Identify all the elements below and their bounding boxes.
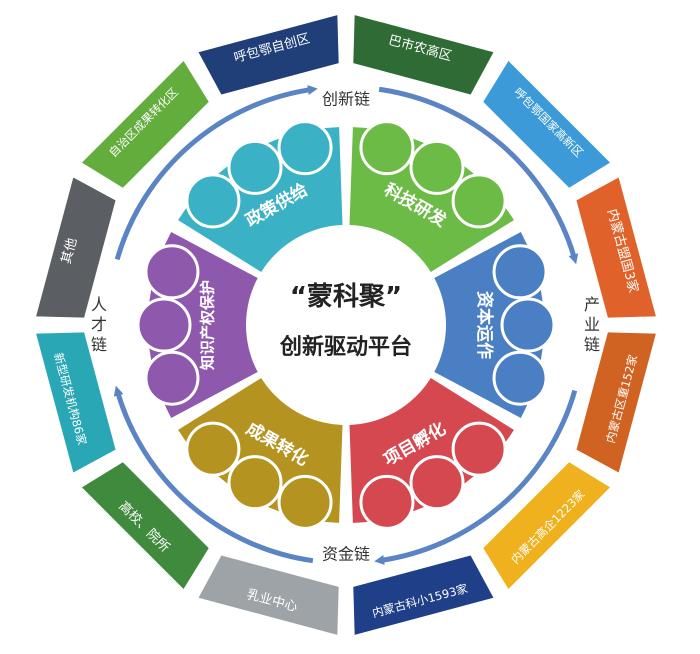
petal-bump: [492, 244, 548, 300]
petal-bump: [409, 139, 465, 195]
chain-label-right: 产业链: [584, 295, 600, 354]
center-circle: [251, 230, 441, 420]
chain-label-top: 创新链: [322, 90, 370, 109]
petal-bump: [136, 297, 192, 353]
chain-arrows: [113, 85, 579, 565]
outer-segment: 呼包鄂自创区: [198, 15, 339, 95]
petal-bump: [451, 421, 507, 477]
petal-bump: [144, 350, 200, 406]
petal-bump: [227, 455, 283, 511]
petal-bump: [409, 455, 465, 511]
chain-label-left-text: 人才链: [91, 295, 107, 354]
chain-arrow: [378, 86, 579, 265]
outer-segment-block: [353, 15, 494, 95]
chain-arrow: [374, 389, 578, 565]
petal-label: 资本运作: [474, 291, 495, 359]
center-hub: “蒙科聚” 创新驱动平台: [251, 230, 441, 420]
petal-bump: [500, 297, 556, 353]
petal-bump: [227, 139, 283, 195]
petal-bump: [359, 120, 415, 176]
petal: 资本运作: [434, 232, 556, 418]
petal-bump: [144, 244, 200, 300]
outer-segment: 内蒙古高企1223家: [483, 462, 611, 590]
petal-bump: [359, 474, 415, 530]
petal: 项目孵化: [349, 377, 514, 530]
outer-segment: 呼包鄂国家高新区: [483, 60, 611, 188]
center-title: “蒙科聚”: [290, 282, 402, 312]
outer-segment-block: [36, 177, 116, 318]
outer-segment: 乳业中心: [198, 555, 339, 635]
outer-segment-label: 其他: [59, 236, 80, 265]
petal-bump: [451, 173, 507, 229]
petal-bump: [185, 421, 241, 477]
outer-segment-block: [198, 555, 339, 635]
chain-label-bottom: 资金链: [322, 545, 370, 564]
outer-segment-block: [198, 15, 339, 95]
petal-bump: [277, 120, 333, 176]
outer-segment-block: [353, 555, 494, 635]
outer-segment-block: [81, 60, 209, 188]
outer-segment: 自治区成果转化区: [81, 60, 209, 188]
chain-arrow: [113, 385, 314, 564]
outer-segment: 高校、院所: [81, 462, 209, 590]
petal: 成果转化: [178, 377, 343, 530]
outer-segment-block: [483, 462, 611, 590]
outer-segment: 巴市农高区: [353, 15, 494, 95]
outer-segment-block: [483, 60, 611, 188]
petal: 政策供给: [178, 120, 343, 273]
center-subtitle: 创新驱动平台: [279, 334, 412, 360]
outer-segment: 内蒙古区重152家: [576, 332, 656, 473]
outer-segment: 其他: [36, 177, 116, 318]
chain-label-right-text: 产业链: [584, 295, 600, 354]
chain-arrow: [114, 85, 318, 261]
outer-segment-block: [576, 177, 656, 318]
petal-label: 知识产权保护: [199, 280, 217, 370]
petal-bump: [492, 350, 548, 406]
chain-labels: 创新链 资金链 产业链 人才链: [91, 90, 600, 564]
petal: 知识产权保护: [136, 232, 258, 418]
chain-label-left: 人才链: [91, 295, 107, 354]
petal-bump: [277, 474, 333, 530]
outer-segment: 内蒙古科小1593家: [353, 555, 494, 635]
outer-segment-block: [36, 332, 116, 473]
outer-segment-block: [576, 332, 656, 473]
outer-segment-block: [81, 462, 209, 590]
center-petals: 政策供给科技研发资本运作项目孵化成果转化 知识产权保护: [136, 120, 556, 530]
petal-bump: [185, 173, 241, 229]
petal: 科技研发: [349, 120, 514, 273]
